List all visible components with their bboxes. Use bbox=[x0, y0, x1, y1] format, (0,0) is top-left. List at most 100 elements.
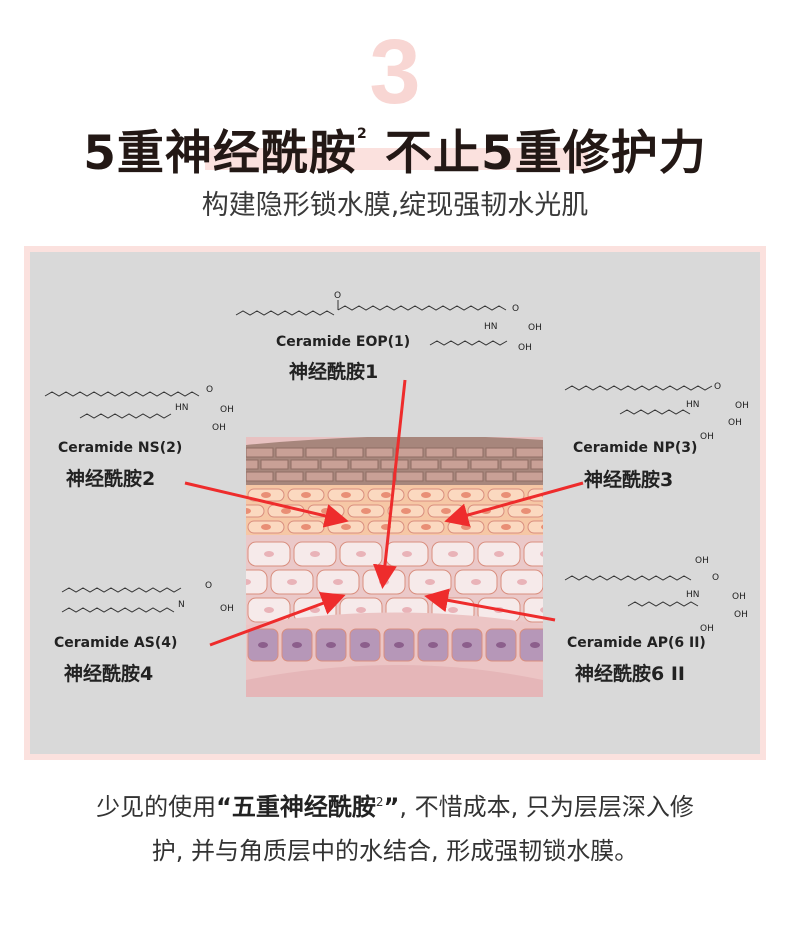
carbon-chain bbox=[235, 310, 335, 316]
cell-nucleus bbox=[621, 492, 631, 498]
atom-label: HN bbox=[175, 403, 189, 413]
skin-cell bbox=[608, 521, 644, 533]
title-part: 不止5重修护力 bbox=[367, 126, 707, 181]
skin-brick-layer bbox=[216, 447, 573, 482]
brick bbox=[455, 447, 484, 458]
cell-nucleus bbox=[341, 492, 351, 498]
brick bbox=[275, 447, 304, 458]
cell-nucleus bbox=[301, 492, 311, 498]
cell-nucleus bbox=[218, 551, 228, 557]
cell-nucleus bbox=[381, 492, 391, 498]
brick bbox=[246, 459, 259, 470]
cell-nucleus bbox=[563, 579, 573, 585]
title-sup: 2 bbox=[356, 126, 368, 142]
cell-nucleus bbox=[425, 579, 435, 585]
cell-nucleus bbox=[258, 642, 268, 648]
cell-nucleus bbox=[501, 524, 511, 530]
brick bbox=[425, 447, 454, 458]
ceramide-np-label: Ceramide NP(3) bbox=[573, 440, 698, 456]
skin-cell bbox=[628, 505, 664, 517]
ceramide-eop-cn: 神经酰胺1 bbox=[289, 361, 379, 383]
ceramide-as-label: Ceramide AS(4) bbox=[54, 635, 178, 651]
atom-label: HN bbox=[484, 322, 498, 332]
cell-nucleus bbox=[496, 642, 506, 648]
carbon-chain bbox=[627, 601, 699, 607]
brick bbox=[485, 471, 514, 482]
brick bbox=[320, 459, 349, 470]
brick bbox=[515, 447, 543, 458]
arrow bbox=[424, 588, 556, 622]
skin-cell-layer-basal bbox=[247, 628, 543, 662]
atom-label: OH bbox=[734, 610, 748, 620]
skin-cell-layer-middle bbox=[202, 541, 681, 623]
skin-cell bbox=[527, 520, 543, 534]
brick bbox=[485, 447, 514, 458]
atom-label: O bbox=[712, 573, 720, 583]
atom-label: OH bbox=[220, 405, 234, 415]
cell-nucleus bbox=[402, 551, 412, 557]
cell-nucleus bbox=[581, 492, 591, 498]
cell-nucleus bbox=[641, 508, 651, 514]
cell-nucleus bbox=[421, 492, 431, 498]
cell-nucleus bbox=[609, 579, 619, 585]
carbon-chain bbox=[564, 575, 692, 581]
atom-label: OH bbox=[732, 592, 746, 602]
skin-cell bbox=[639, 570, 681, 594]
atom-label: OH bbox=[518, 343, 532, 353]
cell-nucleus bbox=[448, 551, 458, 557]
description-line-2: 护, 并与角质层中的水结合, 形成强韧锁水膜。 bbox=[151, 837, 639, 865]
brick bbox=[500, 459, 529, 470]
cell-nucleus bbox=[326, 642, 336, 648]
ceramide-eop-label: Ceramide EOP(1) bbox=[276, 334, 411, 350]
subtitle: 构建隐形锁水膜,绽现强韧水光肌 bbox=[201, 190, 589, 221]
cell-nucleus bbox=[601, 508, 611, 514]
atom-label: O bbox=[714, 382, 722, 392]
molecule-structures bbox=[44, 300, 713, 613]
section-number: 3 bbox=[369, 21, 421, 123]
skin-cell bbox=[616, 542, 658, 566]
atom-label: OH bbox=[735, 401, 749, 411]
carbon-chain bbox=[337, 305, 507, 311]
atom-label: N bbox=[178, 600, 185, 610]
cell-nucleus bbox=[462, 642, 472, 648]
skin-cell-layer-upper bbox=[221, 488, 664, 534]
brick bbox=[530, 459, 543, 470]
brick bbox=[425, 471, 454, 482]
text: “ bbox=[216, 793, 232, 821]
carbon-chain bbox=[619, 409, 691, 415]
skin-cell bbox=[593, 570, 635, 594]
arrows bbox=[184, 379, 584, 647]
brick bbox=[216, 472, 243, 481]
cell-nucleus bbox=[586, 551, 596, 557]
cell-nucleus bbox=[261, 524, 271, 530]
cell-nucleus bbox=[221, 524, 231, 530]
cell-nucleus bbox=[471, 579, 481, 585]
skin-cell bbox=[202, 542, 244, 566]
skin-cell bbox=[246, 504, 265, 518]
atom-label: OH bbox=[220, 604, 234, 614]
skin-cell bbox=[523, 541, 543, 567]
brick bbox=[546, 472, 573, 481]
arrow bbox=[444, 481, 584, 527]
cell-nucleus bbox=[401, 508, 411, 514]
cell-nucleus bbox=[441, 508, 451, 514]
cell-nucleus bbox=[421, 524, 431, 530]
cell-nucleus bbox=[264, 607, 274, 613]
brick bbox=[246, 447, 274, 458]
cell-nucleus bbox=[448, 607, 458, 613]
atom-label: OH bbox=[212, 423, 226, 433]
cell-nucleus bbox=[632, 607, 642, 613]
cell-nucleus bbox=[501, 492, 511, 498]
atom-label: OH bbox=[528, 323, 542, 333]
atom-label: OH bbox=[700, 624, 714, 634]
atom-label: O bbox=[334, 291, 342, 301]
brick bbox=[246, 471, 274, 482]
brick bbox=[275, 471, 304, 482]
arrow bbox=[184, 481, 349, 528]
cell-nucleus bbox=[261, 492, 271, 498]
brick bbox=[515, 471, 543, 482]
cell-nucleus bbox=[394, 642, 404, 648]
cell-nucleus bbox=[517, 579, 527, 585]
arrow bbox=[209, 591, 346, 647]
